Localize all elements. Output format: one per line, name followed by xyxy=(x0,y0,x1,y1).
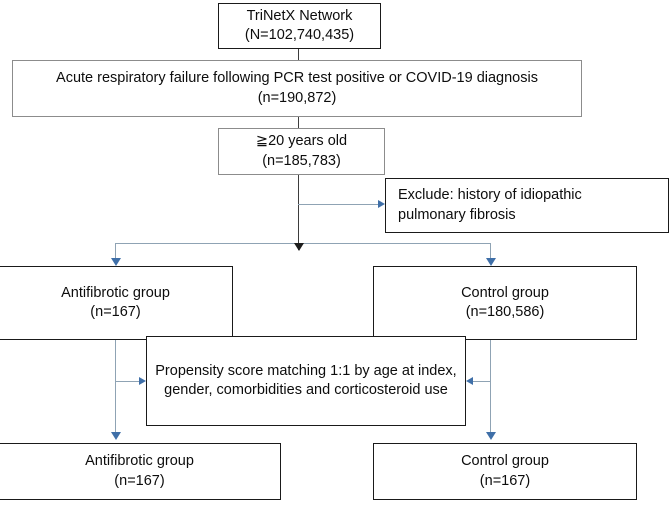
connector-source-to-inclusion xyxy=(298,49,300,61)
node-age-filter: ≧20 years old (n=185,783) xyxy=(218,128,385,175)
node-propensity-score-matching: Propensity score matching 1:1 by age at … xyxy=(146,336,466,426)
connector-inclusion-to-age xyxy=(298,117,300,128)
node-control-group-postmatch: Control group (n=167) xyxy=(373,443,637,500)
arrow-to-antifibrotic-pre xyxy=(110,258,121,266)
node-antifibrotic-group-prematch: Antifibrotic group (n=167) xyxy=(0,266,233,340)
connector-control-to-matching xyxy=(473,381,490,383)
node-source-text: TriNetX Network (N=102,740,435) xyxy=(244,7,355,43)
node-antifibrotic-group-postmatch: Antifibrotic group (n=167) xyxy=(0,443,281,500)
connector-split-left-drop xyxy=(115,243,117,261)
arrow-to-control-pre xyxy=(485,258,496,266)
node-antifibrotic-postmatch-text: Antifibrotic group (n=167) xyxy=(85,453,194,489)
arrow-exclusion-right xyxy=(378,199,385,208)
node-control-group-prematch: Control group (n=180,586) xyxy=(373,266,637,340)
connector-split-right-drop xyxy=(490,243,492,261)
node-age-filter-text: ≧20 years old (n=185,783) xyxy=(255,133,348,169)
node-antifibrotic-prematch-text: Antifibrotic group (n=167) xyxy=(61,284,170,320)
arrow-matching-left-in xyxy=(139,376,146,385)
node-inclusion-acute-respiratory-failure: Acute respiratory failure following PCR … xyxy=(12,60,582,117)
node-control-postmatch-text: Control group (n=167) xyxy=(461,453,549,489)
connector-control-spine xyxy=(490,340,492,436)
node-matching-text: Propensity score matching 1:1 by age at … xyxy=(155,362,457,398)
arrow-age-trunk-down xyxy=(293,243,304,251)
connector-antifibrotic-to-matching xyxy=(115,381,139,383)
node-inclusion-text: Acute respiratory failure following PCR … xyxy=(56,70,538,106)
arrow-matching-right-in xyxy=(466,376,473,385)
arrow-to-control-post xyxy=(485,432,496,440)
connector-antifibrotic-spine xyxy=(115,340,117,436)
node-source: TriNetX Network (N=102,740,435) xyxy=(218,3,381,49)
connector-age-to-exclusion xyxy=(298,204,378,206)
arrow-to-antifibrotic-post xyxy=(110,432,121,440)
connector-age-trunk xyxy=(298,175,300,250)
node-exclusion: Exclude: history of idiopathic pulmonary… xyxy=(385,178,669,233)
node-control-prematch-text: Control group (n=180,586) xyxy=(461,284,549,320)
node-exclusion-text: Exclude: history of idiopathic pulmonary… xyxy=(398,187,582,223)
